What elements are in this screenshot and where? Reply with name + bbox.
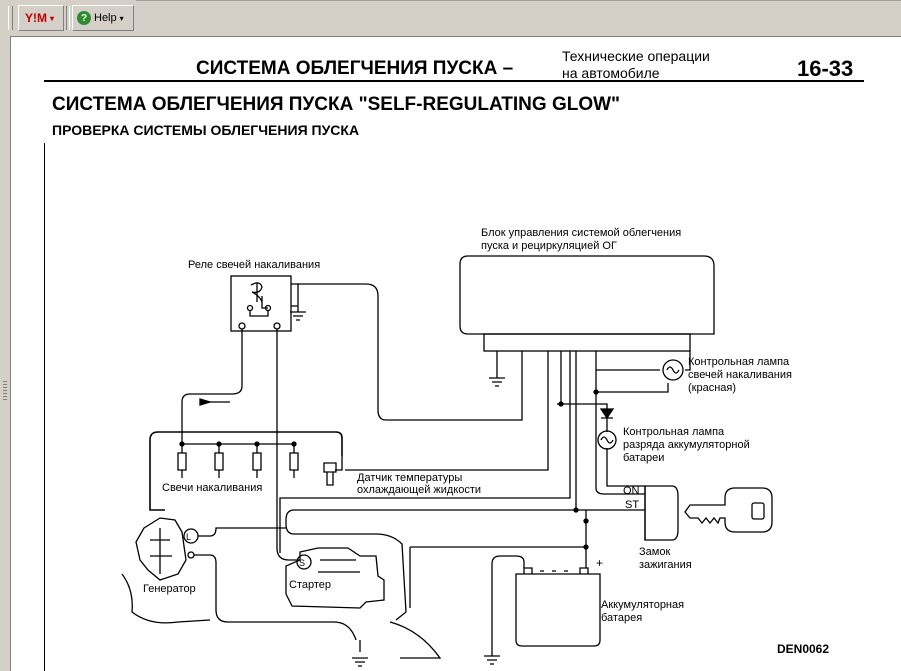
ignition-label-line-1: Замок <box>639 546 670 558</box>
ecu-label-line-1: Блок управления системой облегчения <box>481 227 681 239</box>
toolbar: Y!M ▾ ? Help ▾ <box>0 0 901 37</box>
glow-plugs-label: Свечи накаливания <box>162 482 262 494</box>
glow-lamp-icon <box>662 359 684 381</box>
charge-lamp-label-line-2: разряда аккумуляторной <box>623 439 750 451</box>
diode-icon <box>599 408 615 420</box>
coolant-sensor-icon <box>323 462 337 486</box>
glow-relay <box>230 275 292 332</box>
starter-terminal-label: S <box>299 558 305 568</box>
charge-lamp-label-line-3: батареи <box>623 452 664 464</box>
document-subtitle: ПРОВЕРКА СИСТЕМЫ ОБЛЕГЧЕНИЯ ПУСКА <box>52 122 360 138</box>
toolbar-rule <box>136 0 901 1</box>
temp-sensor-label-line-1: Датчик температуры <box>357 472 462 484</box>
page-number: 16-33 <box>797 56 854 81</box>
glow-plug-icon <box>289 444 299 478</box>
starter-label: Стартер <box>289 579 331 591</box>
app-button-label: Y!M <box>25 11 47 25</box>
generator-terminal-label: L <box>186 532 191 542</box>
charge-lamp-icon <box>597 430 617 450</box>
generator-label: Генератор <box>143 583 196 595</box>
chevron-down-icon: ▾ <box>50 13 55 23</box>
ignition-on-label: ON <box>623 485 640 497</box>
glow-lamp-label-line-2: свечей накаливания <box>688 369 792 381</box>
ground-icon <box>352 657 368 667</box>
relay-label: Реле свечей накаливания <box>188 259 320 271</box>
glow-plug-icon <box>177 444 187 478</box>
ground-icon <box>489 377 505 387</box>
app-button[interactable]: Y!M ▾ <box>18 5 64 31</box>
glow-lamp-label-line-3: (красная) <box>688 382 736 394</box>
subsection-line-1: Технические операции <box>562 48 710 64</box>
battery-label-line-1: Аккумуляторная <box>601 599 684 611</box>
ground-icon <box>290 311 306 321</box>
generator <box>135 517 199 581</box>
battery <box>515 567 601 647</box>
toolbar-grip[interactable] <box>8 6 13 30</box>
subsection-line-2: на автомобиле <box>562 65 660 81</box>
battery-plus-label: + <box>596 556 603 570</box>
ignition-label-line-2: зажигания <box>639 559 692 571</box>
help-icon: ? <box>77 11 91 25</box>
subsection-title: Технические операции на автомобиле <box>562 48 710 82</box>
charge-lamp-label-line-1: Контрольная лампа <box>623 426 725 438</box>
splitter-grip-icon <box>3 381 7 401</box>
page-frame-left <box>44 143 45 671</box>
ignition-switch <box>644 485 679 541</box>
ground-icon <box>484 655 500 665</box>
toolbar-separator <box>66 6 70 30</box>
section-title: СИСТЕМА ОБЛЕГЧЕНИЯ ПУСКА – <box>196 58 514 79</box>
help-button[interactable]: ? Help ▾ <box>72 5 134 31</box>
starter-motor <box>285 547 385 609</box>
help-button-label: Help <box>94 12 117 24</box>
battery-label-line-2: батарея <box>601 612 642 624</box>
key-icon <box>684 487 773 533</box>
temp-sensor-label-line-2: охлаждающей жидкости <box>357 484 481 496</box>
document-title: СИСТЕМА ОБЛЕГЧЕНИЯ ПУСКА "SELF-REGULATIN… <box>52 94 621 115</box>
glow-lamp-label-line-1: Контрольная лампа <box>688 356 790 368</box>
chevron-down-icon: ▾ <box>119 13 124 23</box>
control-unit: Блок управления системой облегчения пуск… <box>459 227 715 352</box>
glow-plug-icon <box>214 444 224 478</box>
header-divider <box>44 80 864 82</box>
glow-plug-icon <box>252 444 262 478</box>
diagram-code: DEN0062 <box>777 642 829 656</box>
side-panel-splitter[interactable] <box>0 36 11 671</box>
ignition-st-label: ST <box>625 499 639 511</box>
ecu-label-line-2: пуска и рециркуляцией ОГ <box>481 240 617 252</box>
